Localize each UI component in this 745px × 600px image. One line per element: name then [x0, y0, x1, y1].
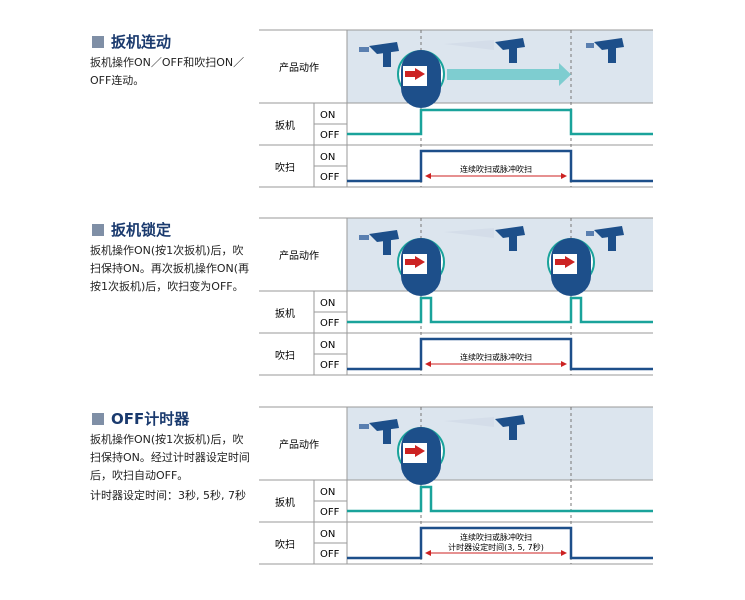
blow-signal-line	[347, 337, 653, 371]
timing-diagram: 产品动作 扳机 吹扫 ON OFF ON OFF 连续吹扫或脉冲吹扫	[259, 29, 653, 188]
description-text: 扳机操作ON／OFF和吹扫ON／OFF连动。	[90, 56, 245, 87]
timing-diagram: 产品动作 扳机 吹扫 ON OFF ON OFF 连续吹扫或脉冲吹扫 计时器设定…	[259, 406, 653, 565]
label-on: ON	[320, 487, 335, 498]
blow-signal-line	[347, 149, 653, 183]
trigger-press-callout	[397, 50, 445, 108]
trigger-press-callout	[397, 427, 445, 485]
label-action: 产品动作	[279, 249, 319, 262]
section-trigger-linked: 扳机连动 扳机操作ON／OFF和吹扫ON／OFF连动。 产品动作 扳机 吹扫 O…	[0, 0, 745, 190]
label-off: OFF	[320, 360, 340, 371]
label-trigger: 扳机	[275, 307, 295, 320]
label-trigger: 扳机	[275, 119, 295, 132]
timer-settings-text: 计时器设定时间：3秒, 5秒, 7秒	[90, 489, 246, 502]
label-blow: 吹扫	[275, 538, 295, 551]
label-on: ON	[320, 529, 335, 540]
trigger-press-callout	[547, 238, 595, 296]
label-blow: 吹扫	[275, 349, 295, 362]
trigger-signal-line	[347, 108, 653, 136]
air-gun-icon	[586, 226, 624, 251]
blow-mode-label: 连续吹扫或脉冲吹扫	[460, 164, 532, 174]
label-off: OFF	[320, 172, 340, 183]
section-title: OFF计时器	[111, 410, 190, 428]
label-off: OFF	[320, 130, 340, 141]
label-on: ON	[320, 152, 335, 163]
air-gun-icon	[495, 226, 525, 251]
label-action: 产品动作	[279, 61, 319, 74]
label-blow: 吹扫	[275, 161, 295, 174]
trigger-press-callout	[397, 238, 445, 296]
label-on: ON	[320, 110, 335, 121]
section-off-timer: OFF计时器 扳机操作ON(按1次扳机)后，吹扫保持ON。经过计时器设定时间后，…	[0, 380, 745, 600]
section-heading: OFF计时器	[92, 408, 189, 429]
section-heading: 扳机锁定	[92, 219, 171, 240]
section-description: 扳机操作ON(按1次扳机)后，吹扫保持ON。再次扳机操作ON(再按1次扳机)后，…	[90, 242, 250, 296]
heading-square-icon	[92, 223, 104, 236]
label-trigger: 扳机	[275, 496, 295, 509]
blow-signal-line	[347, 526, 653, 560]
trigger-signal-line	[347, 296, 653, 324]
timing-diagram: 产品动作 扳机 吹扫 ON OFF ON OFF 连续吹扫或脉冲吹扫	[259, 217, 653, 376]
label-action: 产品动作	[279, 438, 319, 451]
label-off: OFF	[320, 507, 340, 518]
air-blast-icon	[444, 40, 494, 50]
description-text: 扳机操作ON(按1次扳机)后，吹扫保持ON。再次扳机操作ON(再按1次扳机)后，…	[90, 244, 250, 293]
section-title: 扳机锁定	[111, 221, 172, 239]
section-description: 扳机操作ON／OFF和吹扫ON／OFF连动。	[90, 54, 250, 90]
section-title: 扳机连动	[111, 33, 172, 51]
section-heading: 扳机连动	[92, 31, 171, 52]
label-on: ON	[320, 298, 335, 309]
trigger-signal-line	[347, 485, 653, 513]
heading-square-icon	[92, 35, 104, 48]
flow-arrow	[447, 69, 559, 80]
air-gun-icon	[359, 42, 399, 67]
blow-mode-label: 连续吹扫或脉冲吹扫	[460, 532, 532, 542]
air-gun-icon	[359, 419, 399, 444]
heading-square-icon	[92, 412, 104, 425]
section-description: 扳机操作ON(按1次扳机)后，吹扫保持ON。经过计时器设定时间后，吹扫自动OFF…	[90, 431, 250, 505]
air-gun-icon	[586, 38, 624, 63]
label-on: ON	[320, 340, 335, 351]
section-trigger-lock: 扳机锁定 扳机操作ON(按1次扳机)后，吹扫保持ON。再次扳机操作ON(再按1次…	[0, 190, 745, 380]
air-gun-icon	[495, 415, 525, 440]
air-gun-icon	[359, 230, 399, 255]
label-off: OFF	[320, 549, 340, 560]
description-text: 扳机操作ON(按1次扳机)后，吹扫保持ON。经过计时器设定时间后，吹扫自动OFF…	[90, 433, 250, 482]
air-blast-icon	[444, 417, 494, 427]
blow-mode-label: 连续吹扫或脉冲吹扫	[460, 352, 532, 362]
air-blast-icon	[444, 228, 494, 238]
label-off: OFF	[320, 318, 340, 329]
air-gun-icon	[495, 38, 525, 63]
timer-duration-label: 计时器设定时间(3, 5, 7秒)	[448, 542, 544, 552]
